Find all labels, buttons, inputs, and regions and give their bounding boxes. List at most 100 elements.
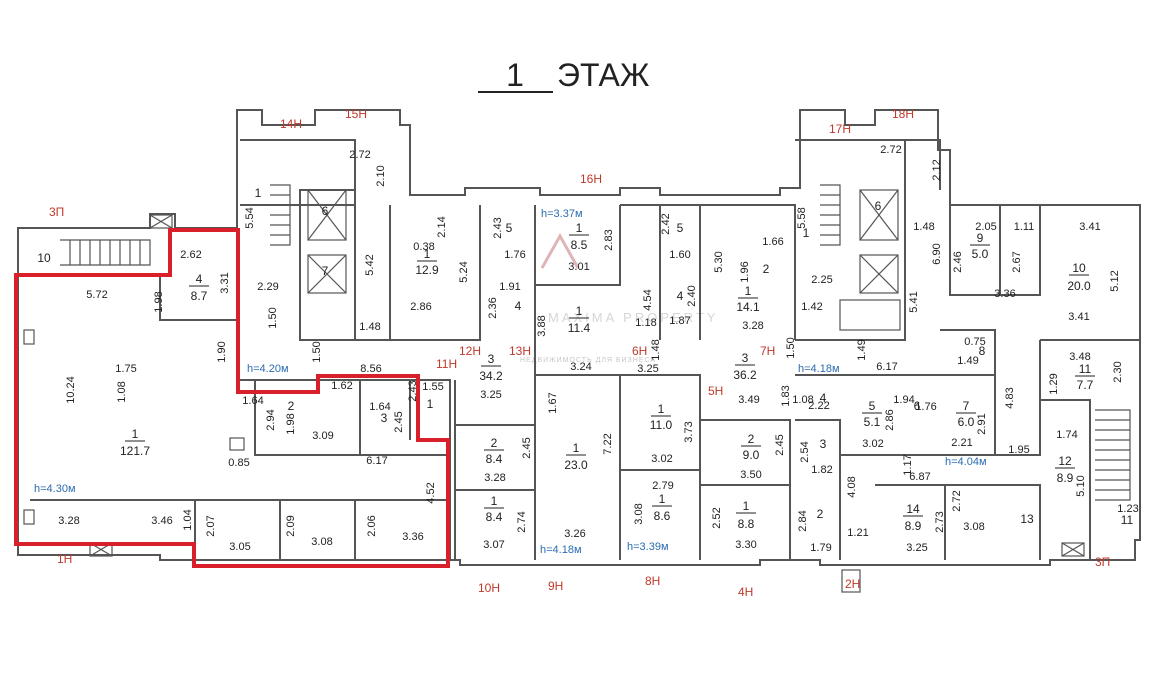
dimension-label: 2.94 — [265, 409, 277, 430]
lift-right-symbol — [859, 254, 899, 294]
dimension-label: 2.45 — [521, 437, 533, 458]
dimension-label: 2.25 — [811, 274, 832, 286]
svg-text:14.1: 14.1 — [736, 300, 760, 314]
building-walls — [17, 109, 1141, 566]
svg-text:14: 14 — [906, 502, 920, 516]
stair-3p-left — [60, 239, 151, 266]
dimension-label: 4.83 — [1004, 387, 1016, 408]
dimension-label: 1.64 — [369, 401, 390, 413]
counter-symbol — [839, 299, 901, 331]
svg-text:8.6: 8.6 — [654, 509, 671, 523]
svg-text:12.9: 12.9 — [415, 263, 439, 277]
svg-text:36.2: 36.2 — [733, 368, 757, 382]
room-label: 48.7 — [189, 272, 209, 303]
room-label: 76.0 — [956, 399, 976, 429]
lift-6-symbol — [307, 189, 347, 241]
dimension-label: 1.21 — [847, 527, 868, 539]
dimension-label: 3.28 — [742, 320, 763, 332]
floor-number: 1 — [506, 57, 524, 93]
svg-text:8.4: 8.4 — [486, 452, 503, 466]
dimension-label: 3.08 — [311, 536, 332, 548]
dimension-label: 2.86 — [884, 409, 896, 430]
watermark-subtitle: НЕДВИЖИМОСТЬ ДЛЯ БИЗНЕСА — [520, 357, 656, 364]
room-label: 117.7 — [1075, 362, 1095, 392]
dimension-label: 5.30 — [713, 251, 725, 272]
room-label: 29.0 — [741, 432, 761, 462]
dimension-label: 2.07 — [205, 515, 217, 536]
dimension-label: 5.24 — [458, 261, 470, 282]
dimension-label: 1.08 — [792, 394, 813, 406]
dimension-label: 1.98 — [153, 291, 165, 312]
dimension-label: 3.07 — [483, 539, 504, 551]
svg-text:1: 1 — [659, 492, 666, 506]
svg-text:5: 5 — [869, 399, 876, 413]
dimension-label: 5.54 — [244, 207, 256, 228]
dimension-label: 0.75 — [964, 336, 985, 348]
watermark-logo: MAXIMA PROPERTY НЕДВИЖИМОСТЬ ДЛЯ БИЗНЕСА — [520, 232, 718, 364]
dimension-label: 3.25 — [480, 389, 501, 401]
dimension-label: 3.48 — [1069, 351, 1090, 363]
dimension-label: 2.52 — [711, 507, 723, 528]
dimension-label: 2.05 — [975, 221, 996, 233]
zone-label: 11Н — [436, 357, 457, 371]
room-id: 5 — [506, 221, 513, 235]
zone-label: 15Н — [345, 107, 367, 121]
room-id: 2 — [817, 507, 824, 521]
dimension-label: 1.79 — [810, 542, 831, 554]
dimension-label: 1.74 — [1056, 429, 1077, 441]
height-label: h=4.20м — [247, 363, 289, 375]
stairs-and-lifts — [23, 184, 1131, 593]
dimension-label: 2.22 — [808, 400, 829, 412]
dimension-label: 3.28 — [484, 472, 505, 484]
dimension-label: 1.48 — [359, 321, 380, 333]
dimension-label: 2.72 — [880, 144, 901, 156]
lift-6-right-symbol — [859, 189, 899, 241]
dimension-label: 10.24 — [65, 376, 77, 404]
dimension-label: 2.45 — [774, 434, 786, 455]
dimension-label: 8.56 — [360, 363, 381, 375]
dimension-label: 1.82 — [811, 464, 832, 476]
room-id: 7 — [322, 264, 329, 278]
dimension-label: 2.12 — [931, 159, 943, 180]
room-label: 128.9 — [1055, 454, 1075, 485]
svg-text:1: 1 — [132, 427, 139, 441]
watermark-title: MAXIMA PROPERTY — [548, 310, 718, 325]
room-label: 18.8 — [736, 499, 756, 531]
room-label: 112.9 — [415, 247, 439, 277]
dimension-label: 1.75 — [115, 363, 136, 375]
height-label: h=4.18м — [540, 544, 582, 556]
dimension-label: 1.90 — [216, 341, 228, 362]
zone-label: 16Н — [580, 172, 602, 186]
dimension-label: 3.28 — [58, 515, 79, 527]
dimension-label: 2.06 — [366, 515, 378, 536]
dimension-label: 2.45 — [393, 411, 405, 432]
room-id: 11 — [1121, 513, 1134, 527]
svg-text:9.0: 9.0 — [743, 448, 760, 462]
zone-label: 6Н — [632, 344, 647, 358]
dimension-label: 4.08 — [846, 476, 858, 497]
dimension-label: 3.01 — [568, 261, 589, 273]
zone-label: 17Н — [829, 122, 851, 136]
dimension-labels: 2.72 2.10 5.54 2.29 2.62 3.31 1.98 5.72 … — [58, 144, 1138, 554]
dimension-label: 2.84 — [797, 510, 809, 531]
dimension-label: 2.14 — [436, 216, 448, 237]
dimension-label: 2.43 — [492, 217, 504, 238]
room-id: 4 — [677, 289, 684, 303]
dimension-label: 1.67 — [547, 392, 559, 413]
dimension-label: 6.87 — [909, 471, 930, 483]
dimension-label: 2.72 — [349, 149, 370, 161]
svg-text:5.1: 5.1 — [864, 415, 881, 429]
room-label: 114.1 — [736, 284, 760, 314]
dimension-label: 1.94 — [893, 394, 914, 406]
dimension-label: 1.66 — [762, 236, 783, 248]
zone-label: 13Н — [509, 344, 531, 358]
svg-text:11: 11 — [1079, 362, 1092, 376]
dimension-label: 2.91 — [976, 413, 988, 434]
dimension-label: 1.49 — [856, 339, 868, 360]
dimension-label: 2.29 — [257, 281, 278, 293]
dimension-label: 1.62 — [331, 380, 352, 392]
svg-text:1: 1 — [658, 402, 665, 416]
dimension-label: 1.91 — [499, 281, 520, 293]
room-id: 4 — [820, 391, 827, 405]
